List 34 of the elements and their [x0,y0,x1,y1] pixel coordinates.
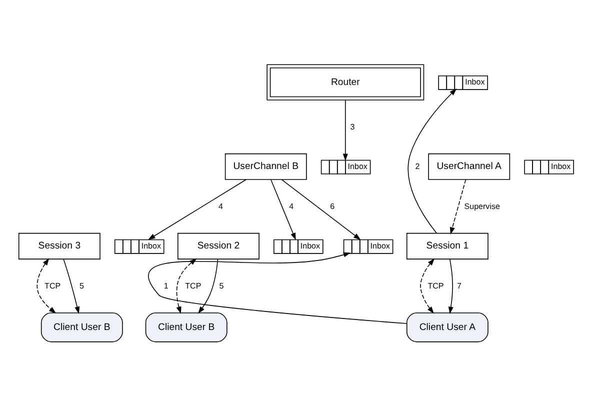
edge-label: 7 [457,281,462,290]
node-box: Session 2 [178,232,260,260]
arrow [148,252,408,324]
arrow [408,88,457,234]
arrow [36,258,56,314]
edge-label: 3 [350,122,355,132]
edge-label: 4 [218,202,223,211]
edge-label: 1 [164,281,168,290]
arrow [448,258,454,314]
arrow [281,179,361,240]
node-box: Session 3 [18,232,100,260]
edge-label: 2 [415,162,420,172]
edge-label: TCP [185,281,202,290]
node-box: Session 1 [406,232,488,260]
edge-label: 6 [330,202,335,211]
edge-label: Supervise [464,202,500,211]
arrow [342,100,348,162]
edge-label: TCP [44,281,61,290]
edge-label: 5 [80,281,84,290]
node-box: Router [266,64,424,100]
edge-label: TCP [428,281,444,290]
node-box: Client User A [406,312,488,342]
node-box: Client User B [145,312,228,342]
arrow [420,258,435,314]
node-box: Client User B [40,312,123,342]
arrow [270,179,296,240]
arrow [198,258,218,314]
edge-label: 4 [289,202,294,211]
arrow [63,258,80,314]
node-box: UserChannel A [428,153,510,180]
arrow [450,179,466,234]
edge-label: 5 [219,281,224,290]
node-box: UserChannel B [224,153,307,180]
arrow [148,179,246,240]
